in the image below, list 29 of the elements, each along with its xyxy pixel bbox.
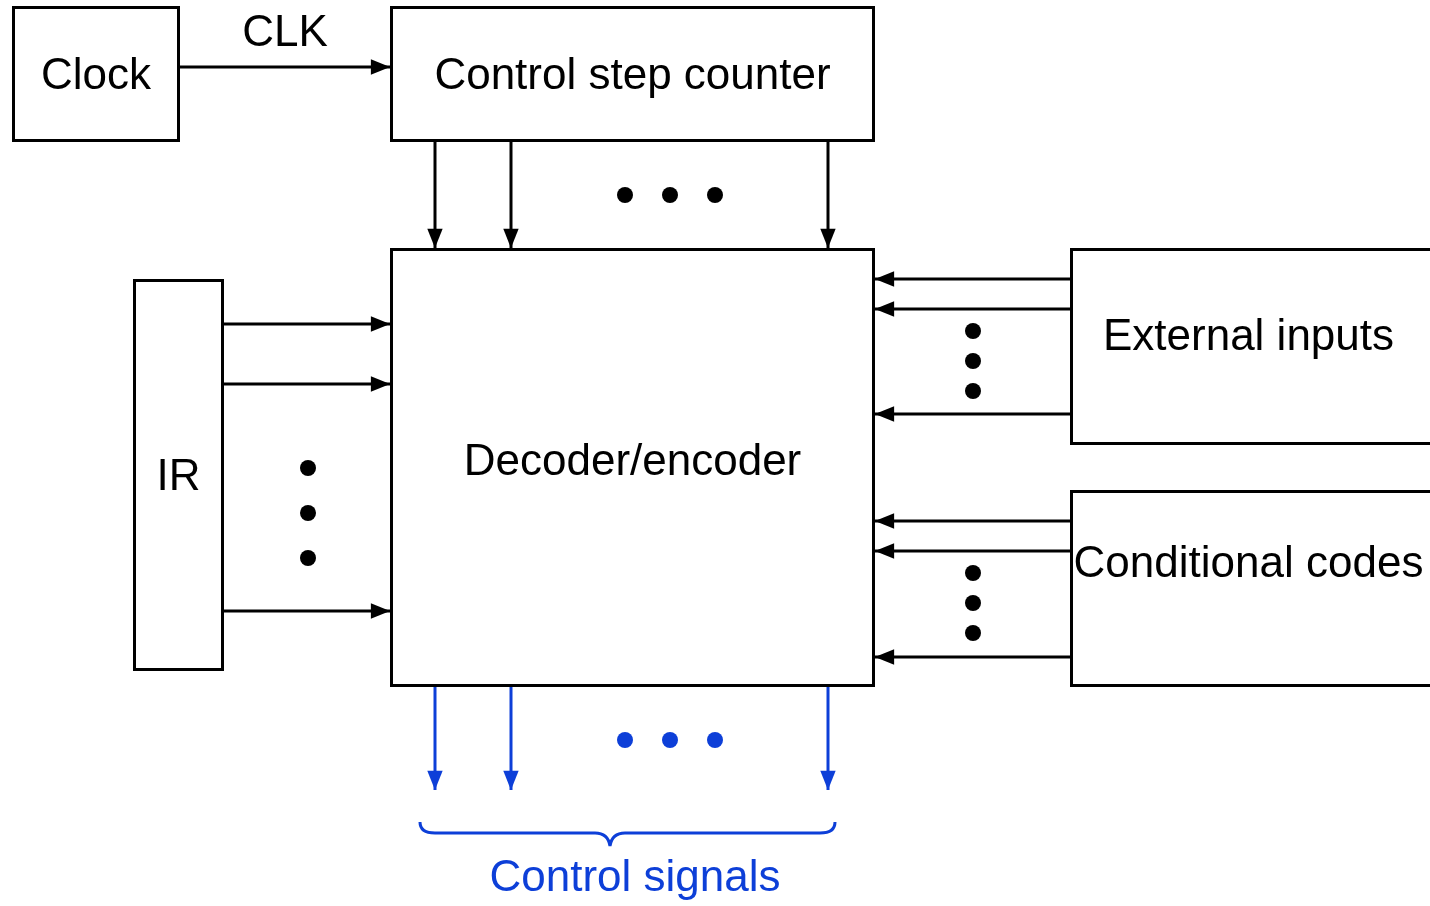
block-box — [133, 279, 224, 671]
arrow — [224, 316, 391, 332]
arrow — [874, 513, 1070, 529]
arrow — [874, 649, 1070, 665]
block-box — [390, 6, 875, 142]
arrow — [180, 59, 391, 75]
block-label: Decoder/encoder — [463, 434, 802, 486]
signals-caption: Control signals — [489, 852, 781, 901]
arrow — [874, 271, 1070, 287]
block-label: External inputs — [1102, 309, 1395, 361]
block-box — [1070, 248, 1430, 445]
arrow — [874, 406, 1070, 422]
block-box — [390, 248, 875, 687]
block-label: Control step counter — [434, 48, 831, 101]
block-box — [12, 6, 180, 142]
arrow — [427, 687, 443, 791]
arrow — [503, 142, 519, 249]
arrow — [874, 543, 1070, 559]
block-label: IR — [156, 449, 201, 502]
block-label: Conditional codes — [1073, 536, 1424, 588]
block-label: Clock — [41, 48, 151, 101]
arrow — [820, 687, 836, 791]
arrow — [874, 301, 1070, 317]
arrow — [427, 142, 443, 249]
arrow — [224, 376, 391, 392]
block-box — [1070, 490, 1430, 687]
arrow — [820, 142, 836, 249]
arrow — [224, 603, 391, 619]
arrow — [503, 687, 519, 791]
